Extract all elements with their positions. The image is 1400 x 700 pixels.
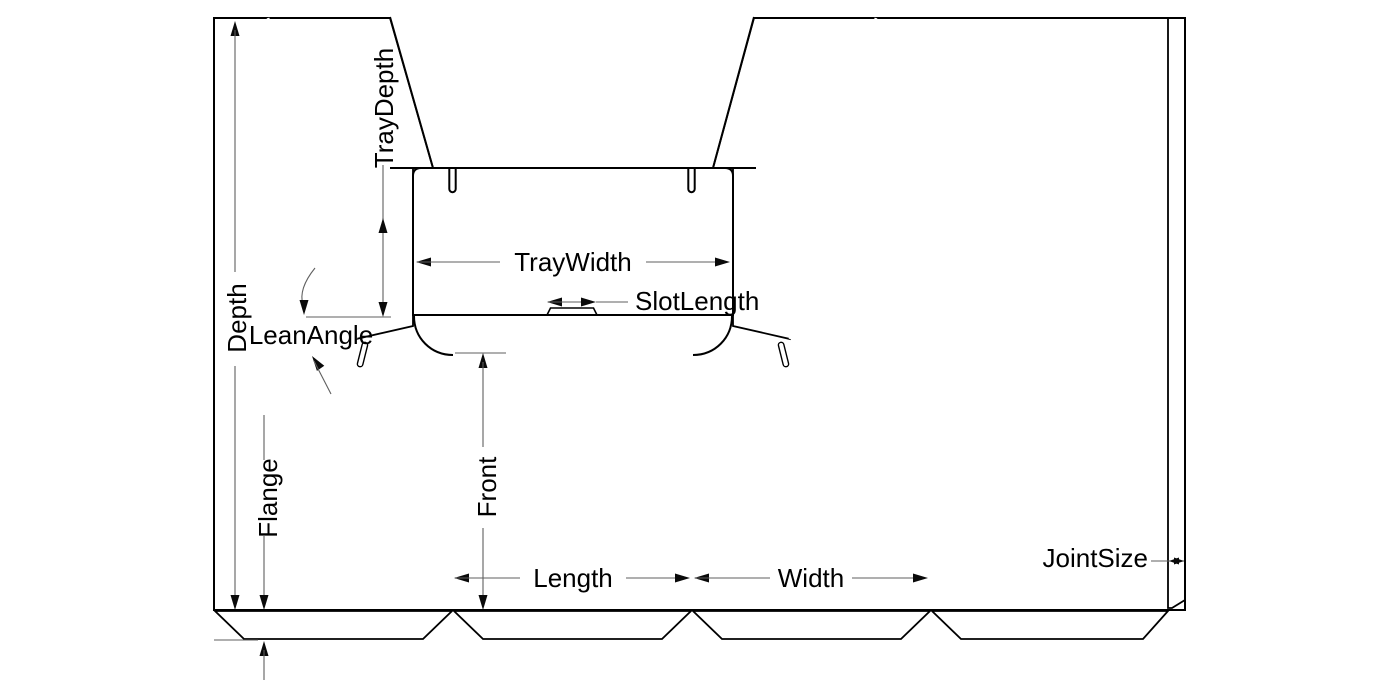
dim-length: Length — [454, 563, 690, 593]
arrowhead — [478, 595, 488, 610]
dim-label-front: Front — [472, 456, 502, 517]
arrowhead — [675, 573, 690, 583]
arrowhead — [230, 595, 240, 610]
arrowhead — [1174, 557, 1184, 565]
dim-width: Width — [694, 563, 928, 593]
lean-angle-arc — [301, 267, 316, 306]
dim-joint-size: JointSize — [1043, 543, 1184, 573]
arrowhead — [478, 353, 488, 368]
dim-depth: Depth — [222, 21, 252, 610]
arrowhead — [299, 300, 309, 315]
arrowhead — [259, 641, 269, 656]
arrowhead — [312, 356, 325, 371]
dim-flange: Flange — [214, 415, 283, 680]
arrowhead — [378, 302, 388, 317]
tray-panel — [412, 167, 734, 316]
tab-slot-right — [777, 341, 790, 368]
arrowhead — [715, 257, 730, 267]
left-wall-white-edge — [266, 17, 358, 340]
arrowhead — [581, 297, 596, 307]
dim-tray-depth: TrayDepth — [369, 48, 399, 317]
dim-label-depth: Depth — [222, 283, 252, 352]
dim-lean-angle: LeanAngle — [249, 267, 391, 395]
dim-label-lean-angle: LeanAngle — [249, 320, 373, 350]
arrowhead — [259, 595, 269, 610]
dim-label-joint-size: JointSize — [1043, 543, 1149, 573]
dim-slot-length: SlotLength — [547, 286, 759, 316]
dim-label-length: Length — [533, 563, 613, 593]
dim-label-slot-length: SlotLength — [635, 286, 759, 316]
arrowhead — [913, 573, 928, 583]
dim-front: Front — [455, 352, 506, 610]
lean-angle-ref-line — [313, 360, 332, 395]
bottom-flap — [929, 610, 1171, 640]
corner-relief-arc-right — [692, 315, 733, 356]
tray-bottom-slot-tab — [546, 307, 598, 316]
dim-tray-width: TrayWidth — [416, 247, 730, 277]
dim-label-width: Width — [778, 563, 844, 593]
dim-label-tray-width: TrayWidth — [514, 247, 632, 277]
arrowhead — [378, 218, 388, 233]
bottom-flap — [451, 610, 694, 640]
arrowhead — [230, 21, 240, 36]
bottom-flap — [212, 610, 455, 640]
joint-strip — [1167, 17, 1186, 609]
tab-slot-left — [356, 341, 369, 368]
dim-label-flange: Flange — [253, 458, 283, 538]
dim-label-tray-depth: TrayDepth — [369, 48, 399, 168]
top-v-cutout — [389, 15, 755, 168]
corner-relief-arc-left — [413, 315, 454, 356]
bottom-flap — [690, 610, 933, 640]
right-wall-white-edge — [788, 17, 878, 340]
